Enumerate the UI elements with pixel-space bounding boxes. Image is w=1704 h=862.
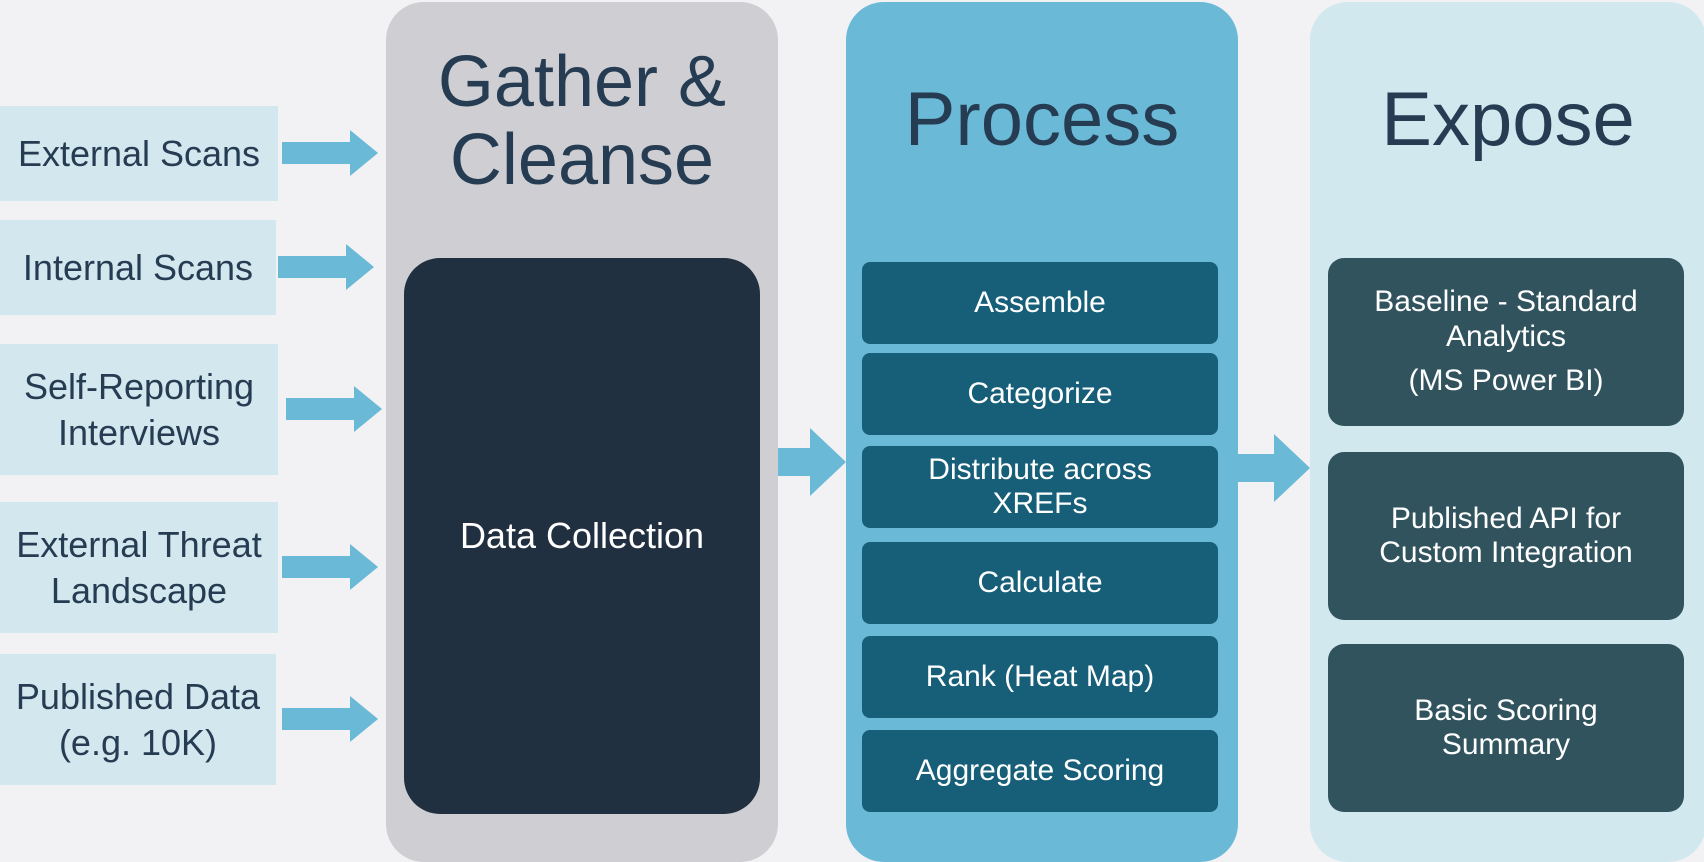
expose-item-label: Baseline - Standard Analytics	[1374, 285, 1638, 353]
process-step: Calculate	[862, 542, 1218, 624]
gather-cleanse-panel: Gather & Cleanse Data Collection	[386, 2, 778, 862]
source-internal-scans: Internal Scans	[0, 220, 276, 315]
expose-title: Expose	[1381, 77, 1635, 162]
process-step: Assemble	[862, 262, 1218, 344]
arrow-right-icon	[278, 244, 374, 290]
process-step: Distribute across XREFs	[862, 446, 1218, 528]
source-external-scans: External Scans	[0, 106, 278, 201]
arrow-right-icon	[1238, 434, 1310, 502]
expose-item-label: Basic Scoring Summary	[1414, 693, 1598, 762]
process-panel: Process Assemble Categorize Distribute a…	[846, 2, 1238, 862]
arrow-right-icon	[282, 130, 378, 176]
process-step: Categorize	[862, 353, 1218, 435]
source-published-data: Published Data (e.g. 10K)	[0, 654, 276, 785]
expose-item-sublabel: (MS Power BI)	[1408, 364, 1604, 398]
process-step: Aggregate Scoring	[862, 730, 1218, 812]
expose-item-basic-scoring: Basic Scoring Summary	[1328, 644, 1684, 812]
source-self-reporting-interviews: Self-Reporting Interviews	[0, 344, 278, 475]
source-external-threat-landscape: External Threat Landscape	[0, 502, 278, 633]
expose-panel: Expose Baseline - Standard Analytics (MS…	[1310, 2, 1704, 862]
data-collection-box: Data Collection	[404, 258, 760, 814]
arrow-right-icon	[282, 544, 378, 590]
expose-item-label: Published API for Custom Integration	[1379, 501, 1633, 570]
expose-item-baseline-analytics: Baseline - Standard Analytics (MS Power …	[1328, 258, 1684, 426]
arrow-right-icon	[286, 386, 382, 432]
gather-cleanse-title: Gather & Cleanse	[437, 42, 727, 200]
expose-item-published-api: Published API for Custom Integration	[1328, 452, 1684, 620]
process-title: Process	[904, 77, 1180, 162]
arrow-right-icon	[778, 428, 846, 496]
process-step: Rank (Heat Map)	[862, 636, 1218, 718]
arrow-right-icon	[282, 696, 378, 742]
